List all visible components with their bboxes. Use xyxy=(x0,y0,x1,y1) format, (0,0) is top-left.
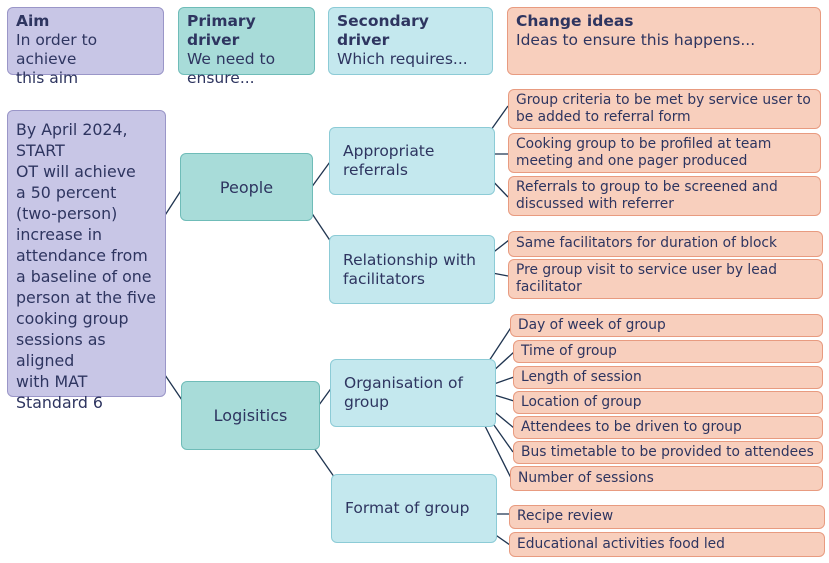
secondary-driver-relationship: Relationship with facilitators xyxy=(329,235,495,304)
change-idea-length: Length of session xyxy=(513,366,823,389)
header-primary-driver: Primary driver We need to ensure... xyxy=(178,7,315,87)
header-primary-subtitle: We need to ensure... xyxy=(187,50,276,87)
connector-organisation-c12 xyxy=(481,419,512,479)
header-secondary-driver: Secondary driver Which requires... xyxy=(328,7,493,75)
change-idea-pre-group-visit: Pre group visit to service user by lead … xyxy=(508,259,823,299)
header-change-ideas: Change ideas Ideas to ensure this happen… xyxy=(507,7,821,75)
secondary-driver-organisation: Organisation of group xyxy=(330,359,496,427)
secondary-driver-format: Format of group xyxy=(331,474,497,543)
aim-statement: By April 2024, START OT will achieve a 5… xyxy=(7,110,166,412)
header-change-subtitle: Ideas to ensure this happens... xyxy=(516,31,756,49)
header-aim-subtitle: In order to achieve this aim xyxy=(16,31,98,87)
change-idea-driven: Attendees to be driven to group xyxy=(513,416,823,439)
change-idea-screened: Referrals to group to be screened and di… xyxy=(508,176,821,216)
connector-organisation-c6 xyxy=(486,325,513,365)
change-idea-educational: Educational activities food led xyxy=(509,532,825,557)
header-secondary-title: Secondary driver xyxy=(337,12,429,49)
header-primary-title: Primary driver xyxy=(187,12,256,49)
change-idea-recipe-review: Recipe review xyxy=(509,505,825,529)
change-idea-location: Location of group xyxy=(513,391,823,414)
secondary-driver-referrals: Appropriate referrals xyxy=(329,127,495,195)
header-change-title: Change ideas xyxy=(516,12,634,30)
change-idea-bus-timetable: Bus timetable to be provided to attendee… xyxy=(513,441,823,464)
primary-driver-people: People xyxy=(180,153,313,221)
change-idea-time: Time of group xyxy=(513,340,823,363)
header-secondary-subtitle: Which requires... xyxy=(337,50,468,68)
header-aim-title: Aim xyxy=(16,12,50,30)
change-idea-referral-criteria: Group criteria to be met by service user… xyxy=(508,89,821,129)
header-aim: Aim In order to achieve this aim xyxy=(7,7,164,87)
primary-driver-logistics: Logisitics xyxy=(181,381,320,450)
change-idea-number-sessions: Number of sessions xyxy=(510,466,823,491)
change-idea-profiled: Cooking group to be profiled at team mee… xyxy=(508,133,821,173)
change-idea-day-of-week: Day of week of group xyxy=(510,314,823,337)
change-idea-same-facilitators: Same facilitators for duration of block xyxy=(508,231,823,257)
